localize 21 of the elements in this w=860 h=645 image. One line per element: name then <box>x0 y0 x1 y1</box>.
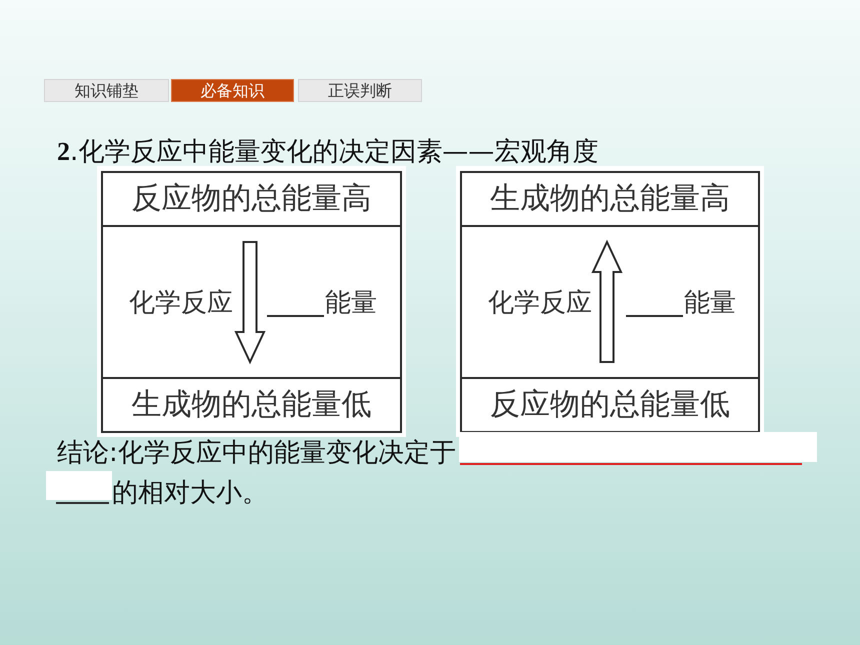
block-arrow <box>591 240 623 363</box>
energy-level-label: 反应物的总能量高 <box>132 181 372 217</box>
energy-level-row <box>460 171 760 227</box>
reaction-row <box>460 227 760 377</box>
energy-level-label: 生成物的总能量高 <box>490 181 730 217</box>
tab: 知识铺垫 <box>44 79 169 102</box>
section-heading: 2.化学反应中能量变化的决定因素——宏观角度 <box>57 137 598 167</box>
reaction-label: 化学反应 <box>129 288 233 318</box>
energy-label: 能量 <box>325 288 377 318</box>
energy-level-row <box>101 171 402 227</box>
reaction-label: 化学反应 <box>488 288 592 318</box>
energy-label: 能量 <box>684 288 736 318</box>
energy-level-row <box>101 377 402 433</box>
tab: 正误判断 <box>298 79 422 102</box>
energy-level-label: 反应物的总能量低 <box>490 387 730 423</box>
reaction-row <box>101 227 402 377</box>
tab: 必备知识 <box>171 79 294 102</box>
energy-level-label: 生成物的总能量低 <box>132 387 372 423</box>
block-arrow <box>234 241 266 364</box>
conclusion-text: 结论:化学反应中的能量变化决定于 <box>57 438 456 468</box>
conclusion-text: 的相对大小。 <box>112 478 268 508</box>
